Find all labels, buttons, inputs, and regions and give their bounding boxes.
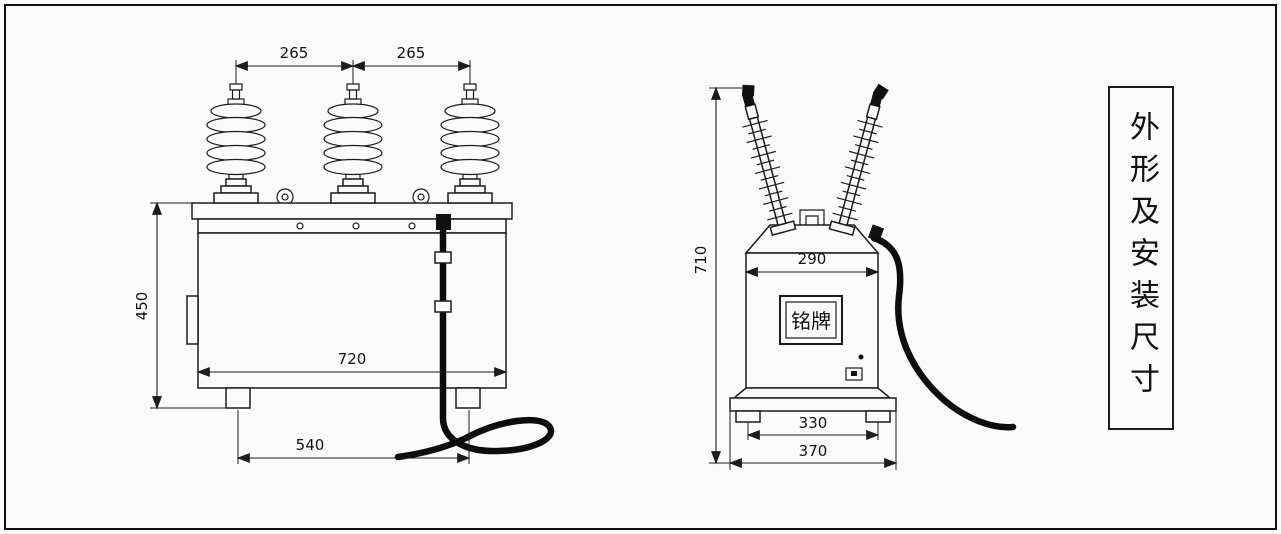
title-text: 外形及安装尺寸 — [1124, 111, 1159, 405]
dim-side-height: 710 — [692, 86, 742, 465]
side-cap — [744, 224, 880, 254]
terminal-box-dot-icon — [851, 371, 857, 376]
front-tank-body — [197, 232, 507, 389]
dim-label-450: 450 — [133, 292, 151, 321]
side-view: 铭牌 710 290 — [692, 80, 1017, 470]
front-bushing-left — [206, 83, 266, 204]
front-foot-right — [455, 387, 481, 409]
dim-label-330: 330 — [799, 414, 828, 432]
dim-front-height: 450 — [133, 201, 226, 410]
front-cable — [394, 226, 555, 461]
lid-bolt-icon — [352, 222, 360, 230]
side-base-flare — [731, 387, 893, 399]
side-bushing-right — [827, 80, 894, 237]
side-cable — [870, 234, 1017, 431]
terminal-box-icon — [845, 367, 863, 381]
front-side-bracket — [186, 295, 199, 345]
dim-label-710: 710 — [692, 246, 710, 275]
title-panel: 外形及安装尺寸 — [1108, 86, 1174, 430]
front-view: 265 265 450 720 540 — [133, 44, 555, 464]
front-bushing-right — [440, 83, 500, 204]
front-lid-band — [197, 218, 507, 234]
front-bushing-middle — [323, 83, 383, 204]
nameplate: 铭牌 — [779, 295, 843, 345]
dim-label-290: 290 — [798, 250, 827, 268]
dim-label-265-left: 265 — [280, 44, 309, 62]
dim-side-feet-width: 330 — [746, 414, 880, 441]
dim-label-265-right: 265 — [397, 44, 426, 62]
cable-clamp-icon — [434, 300, 452, 313]
front-lid-plate — [191, 202, 513, 220]
side-foot-left — [735, 410, 761, 423]
dim-front-top-spacing: 265 265 — [234, 44, 472, 84]
front-foot-left — [225, 387, 251, 409]
dim-side-base-width: 370 — [728, 411, 898, 470]
dim-label-720: 720 — [338, 350, 367, 368]
lid-bolt-icon — [408, 222, 416, 230]
lid-bolt-icon — [296, 222, 304, 230]
cable-connector-icon — [436, 214, 451, 230]
cap-bracket-icon — [799, 209, 825, 225]
page-border — [4, 4, 1277, 530]
side-foot-right — [865, 410, 891, 423]
dim-side-body-width: 290 — [744, 250, 880, 278]
nameplate-label: 铭牌 — [791, 309, 831, 333]
side-bushing-left — [731, 80, 798, 237]
dim-label-370: 370 — [799, 442, 828, 460]
dim-front-body-width: 720 — [196, 350, 508, 378]
dim-label-540: 540 — [296, 436, 325, 454]
cable-clamp-icon — [434, 251, 452, 264]
dim-front-base-width: 540 — [236, 410, 471, 464]
side-base-plate — [729, 397, 897, 412]
indicator-dot-icon — [858, 354, 864, 360]
